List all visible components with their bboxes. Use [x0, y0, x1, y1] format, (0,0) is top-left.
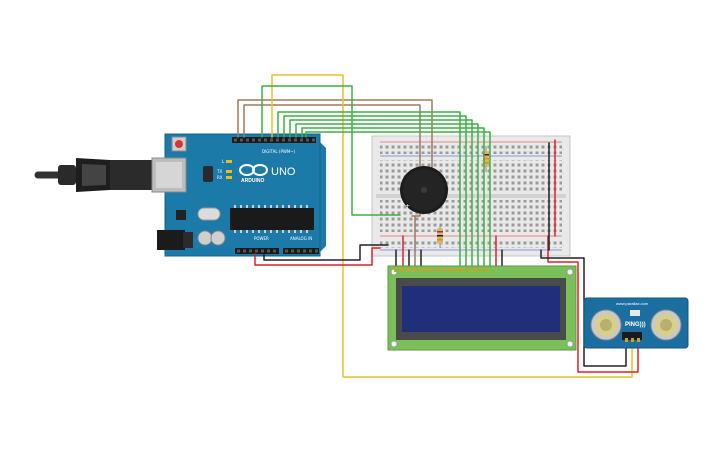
led-l-label: L — [222, 159, 225, 164]
wire-green-c — [283, 115, 467, 269]
analog-header[interactable] — [283, 248, 319, 254]
resistor-2[interactable] — [437, 224, 443, 248]
wire-green-e — [295, 123, 479, 269]
sensor-name: PING))) — [625, 322, 646, 328]
wire-green-d — [289, 119, 473, 269]
wire-brown-1 — [237, 99, 433, 211]
buzzer-plus-sign: + — [405, 203, 410, 210]
arduino-logo-text: ARDUINO — [241, 178, 264, 184]
model-name: UNO — [271, 166, 296, 178]
wire-green-b — [277, 111, 461, 269]
lcd-screen — [402, 286, 560, 332]
wire-brown-2 — [243, 104, 421, 217]
wire-green-f — [301, 127, 485, 269]
wire-green-a — [261, 85, 401, 216]
digital-header[interactable] — [232, 137, 316, 143]
ping-ultrasonic-sensor[interactable]: www.parallax.com PING))) — [583, 297, 689, 349]
sensor-transducer-right-icon — [650, 309, 682, 341]
wire-black-gnd — [263, 244, 389, 261]
tx-label: TX — [216, 169, 222, 174]
lcd-16x2[interactable] — [387, 265, 577, 351]
rx-label: RX — [217, 175, 223, 180]
digital-label: DIGITAL (PWM~) — [262, 149, 296, 154]
sensor-transducer-left-icon — [590, 309, 622, 341]
analog-label: ANALOG IN — [290, 236, 312, 241]
power-label: POWER — [254, 236, 269, 241]
arduino-infinity-logo-icon — [239, 164, 268, 176]
wire-green-g — [305, 131, 491, 269]
wire-red-power — [254, 247, 381, 266]
piezo-buzzer[interactable]: + — [400, 166, 448, 214]
atmega-chip — [230, 208, 314, 230]
arduino-uno-board[interactable]: DIGITAL (PWM~) L TX RX ARDUINO UNO — [151, 133, 326, 257]
sensor-brand: www.parallax.com — [616, 301, 649, 306]
